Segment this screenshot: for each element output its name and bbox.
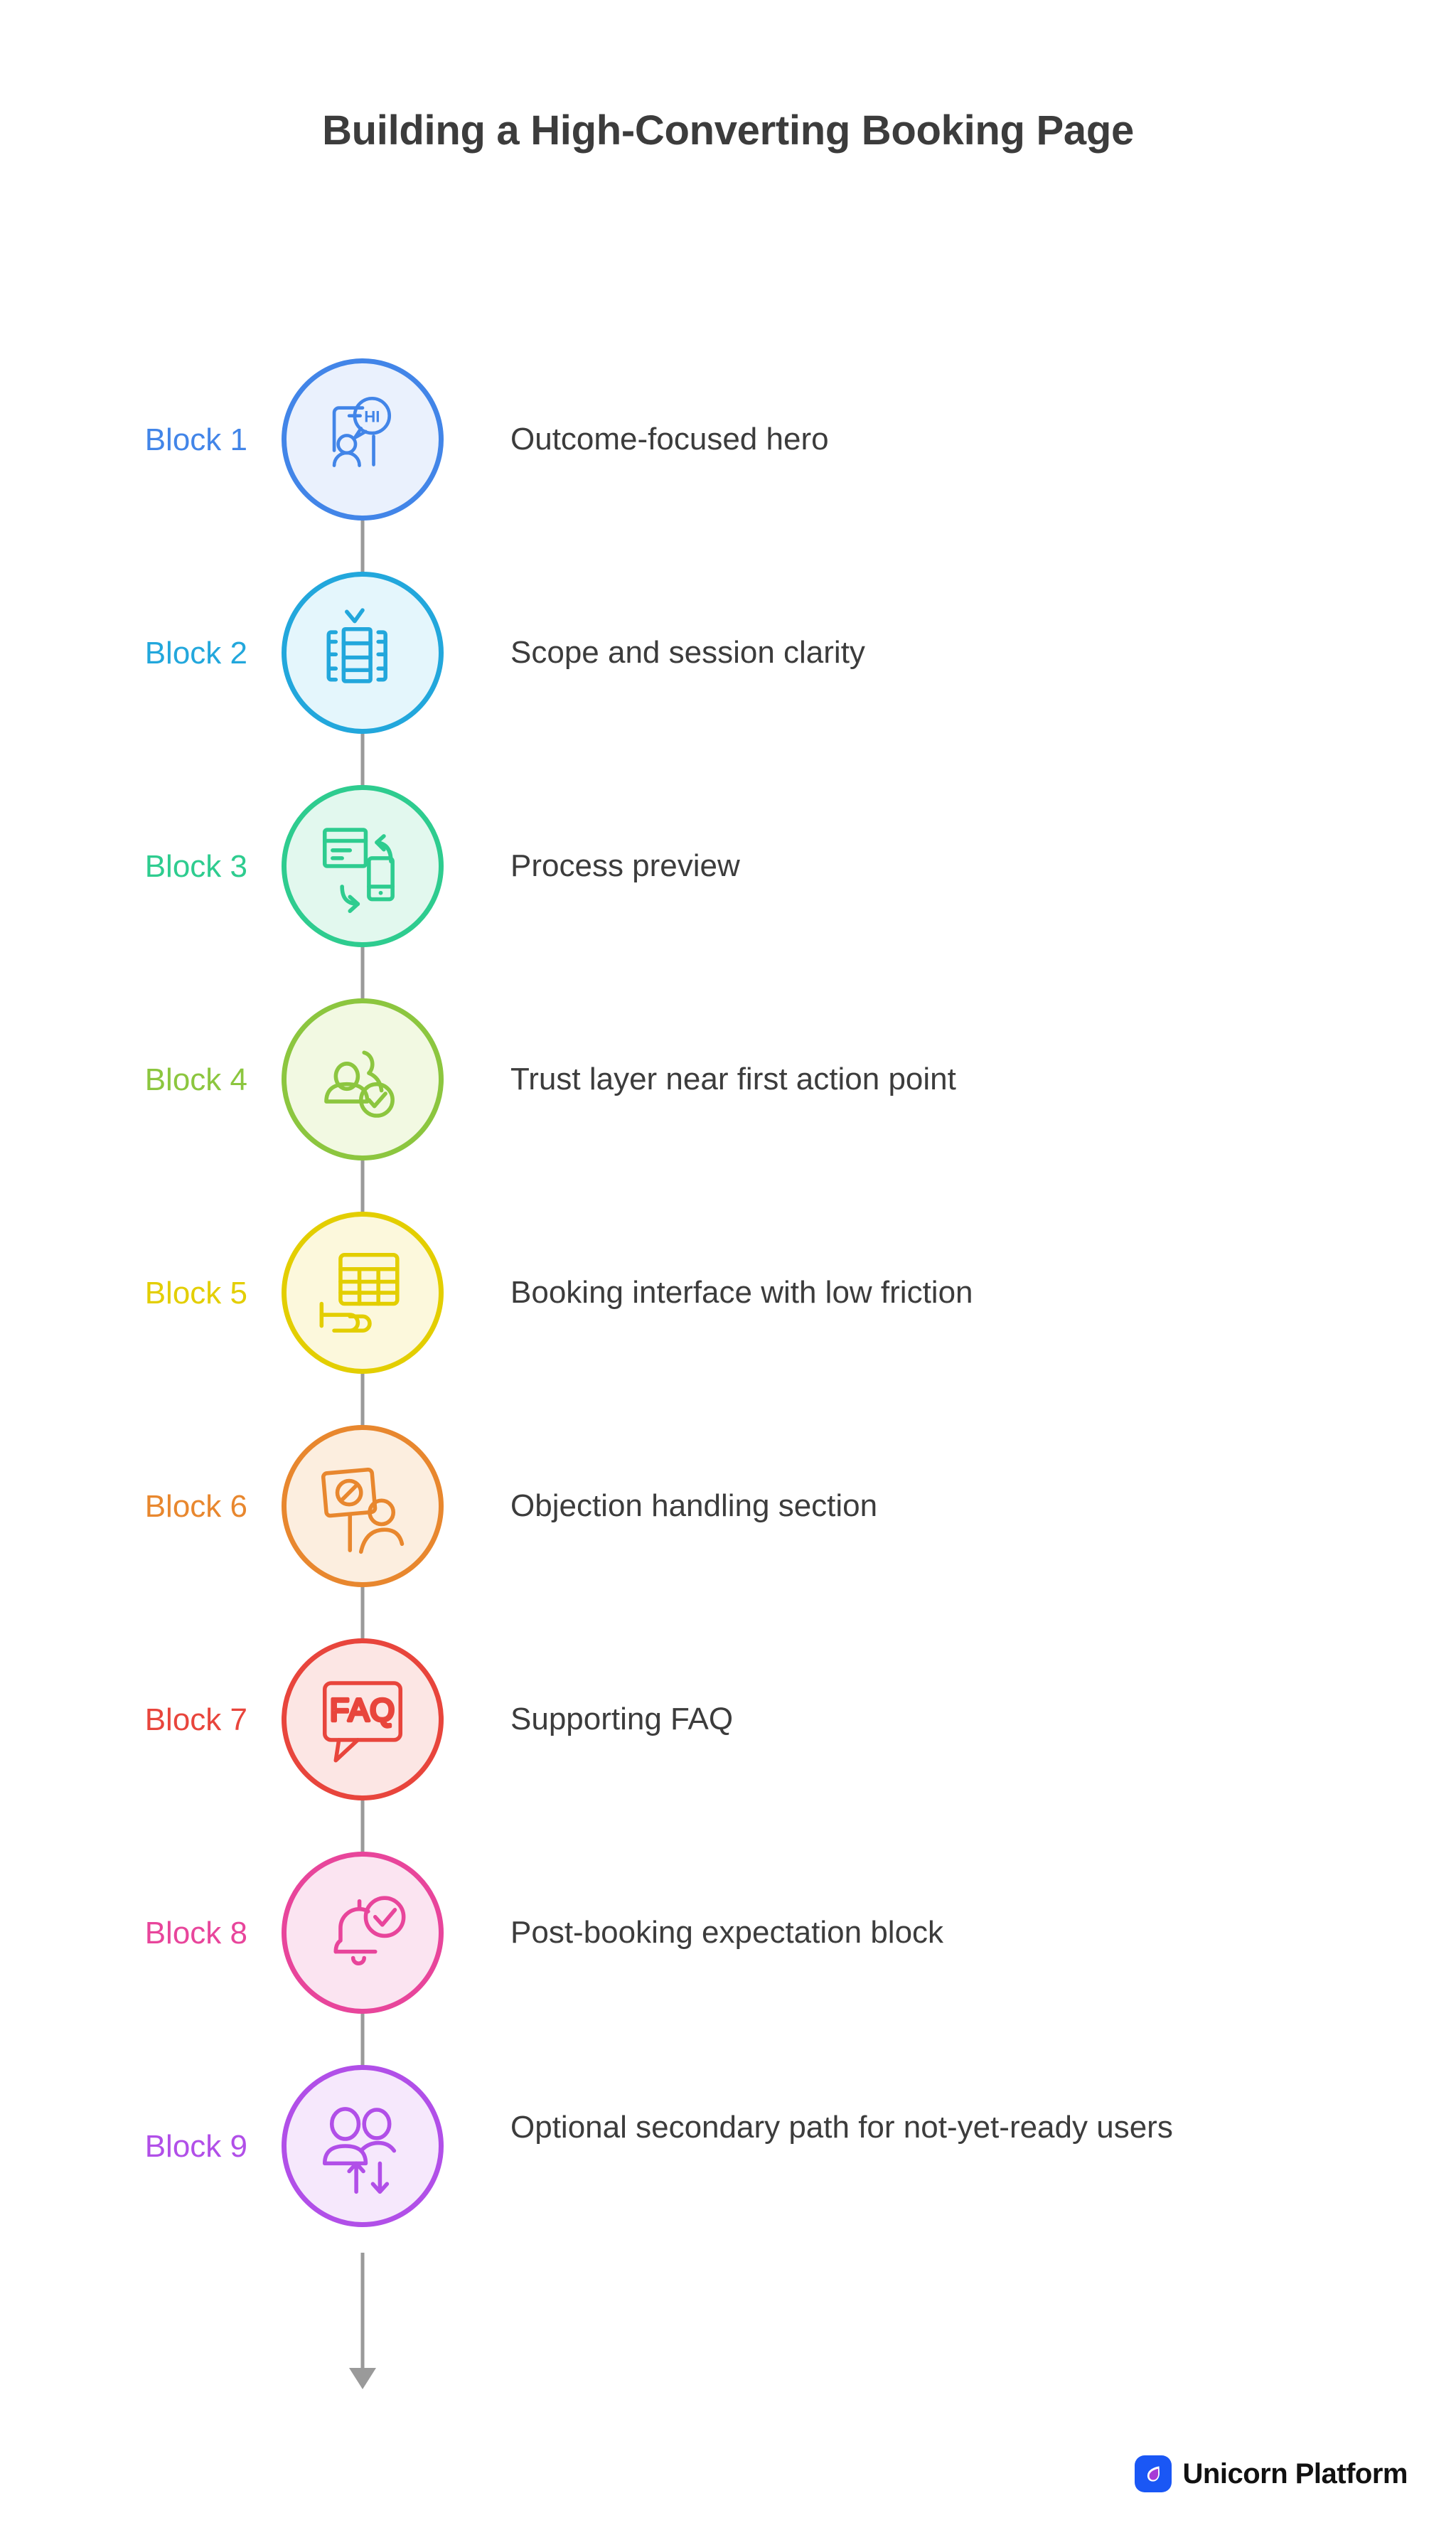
flow-arrow-head-icon	[349, 2368, 376, 2389]
step-node-circle[interactable]: FAQ	[282, 1638, 444, 1800]
step-number-label: Block 3	[144, 849, 247, 884]
step-description: Outcome-focused hero	[510, 422, 829, 457]
step-description: Supporting FAQ	[510, 1702, 734, 1736]
person-with-hi-speech-bubble-icon: HI	[332, 396, 392, 467]
footer-brand: Unicorn Platform	[1134, 2455, 1408, 2492]
step-number-label: Block 5	[144, 1276, 247, 1311]
step-node-circle[interactable]: HI	[282, 358, 444, 521]
users-up-down-arrows-icon	[322, 2107, 397, 2194]
step-number-label: Block 4	[144, 1062, 247, 1097]
step-node-circle[interactable]	[282, 1852, 444, 2014]
bell-check-notification-icon	[333, 1896, 406, 1965]
step-number-label: Block 1	[144, 422, 247, 457]
step-node-circle[interactable]	[282, 998, 444, 1160]
calendar-hand-booking-icon	[319, 1252, 400, 1333]
step-description: Booking interface with low friction	[510, 1275, 973, 1310]
timeline-step: Block 7 FAQ Supporting FAQ	[0, 1506, 1456, 1826]
step-number-label: Block 6	[144, 1489, 247, 1524]
svg-text:HI: HI	[364, 408, 380, 426]
step-node-circle[interactable]	[282, 572, 444, 734]
step-description: Objection handling section	[510, 1488, 878, 1523]
step-number-label: Block 7	[144, 1702, 247, 1737]
timeline-step: Block 9 Optional secondary path for not-…	[0, 1933, 1456, 2253]
timeline-step: Block 3 Process preview	[0, 653, 1456, 973]
step-description: Scope and session clarity	[510, 635, 865, 670]
browser-mobile-sync-icon	[322, 828, 395, 914]
scope-checklist-brackets-icon	[326, 608, 387, 683]
svg-text:FAQ: FAQ	[330, 1693, 395, 1728]
objection-sign-person-icon	[321, 1467, 405, 1554]
brand-name: Unicorn Platform	[1182, 2457, 1408, 2489]
step-node-circle[interactable]	[282, 1212, 444, 1374]
unicorn-droplet-logo-icon	[1134, 2455, 1172, 2492]
step-number-label: Block 9	[144, 2129, 247, 2164]
timeline-step: Block 1 HI Outcome-focused hero	[0, 333, 1456, 546]
faq-speech-bubble-icon: FAQ	[322, 1681, 403, 1763]
page-title: Building a High-Converting Booking Page	[322, 107, 1134, 154]
timeline-step: Block 5 Booking interface with low frict…	[0, 1079, 1456, 1399]
flow-arrow-tail	[360, 2253, 365, 2381]
timeline-step: Block 6 Objection handling section	[0, 1293, 1456, 1613]
step-number-label: Block 2	[144, 636, 247, 671]
step-node-circle[interactable]	[282, 2065, 444, 2227]
step-node-circle[interactable]	[282, 1425, 444, 1587]
step-number-label: Block 8	[144, 1916, 247, 1950]
step-description: Trust layer near first action point	[510, 1062, 956, 1096]
people-verified-check-icon	[324, 1050, 395, 1118]
step-description: Post-booking expectation block	[510, 1915, 944, 1950]
step-description: Optional secondary path for not-yet-read…	[510, 2110, 1173, 2145]
timeline-step: Block 4 Trust layer near first action po…	[0, 866, 1456, 1186]
timeline-step: Block 8 Post-booking expectation block	[0, 1719, 1456, 2039]
step-node-circle[interactable]	[282, 785, 444, 947]
timeline-step: Block 2 Scope and session clarity	[0, 439, 1456, 759]
step-description: Process preview	[510, 848, 740, 883]
